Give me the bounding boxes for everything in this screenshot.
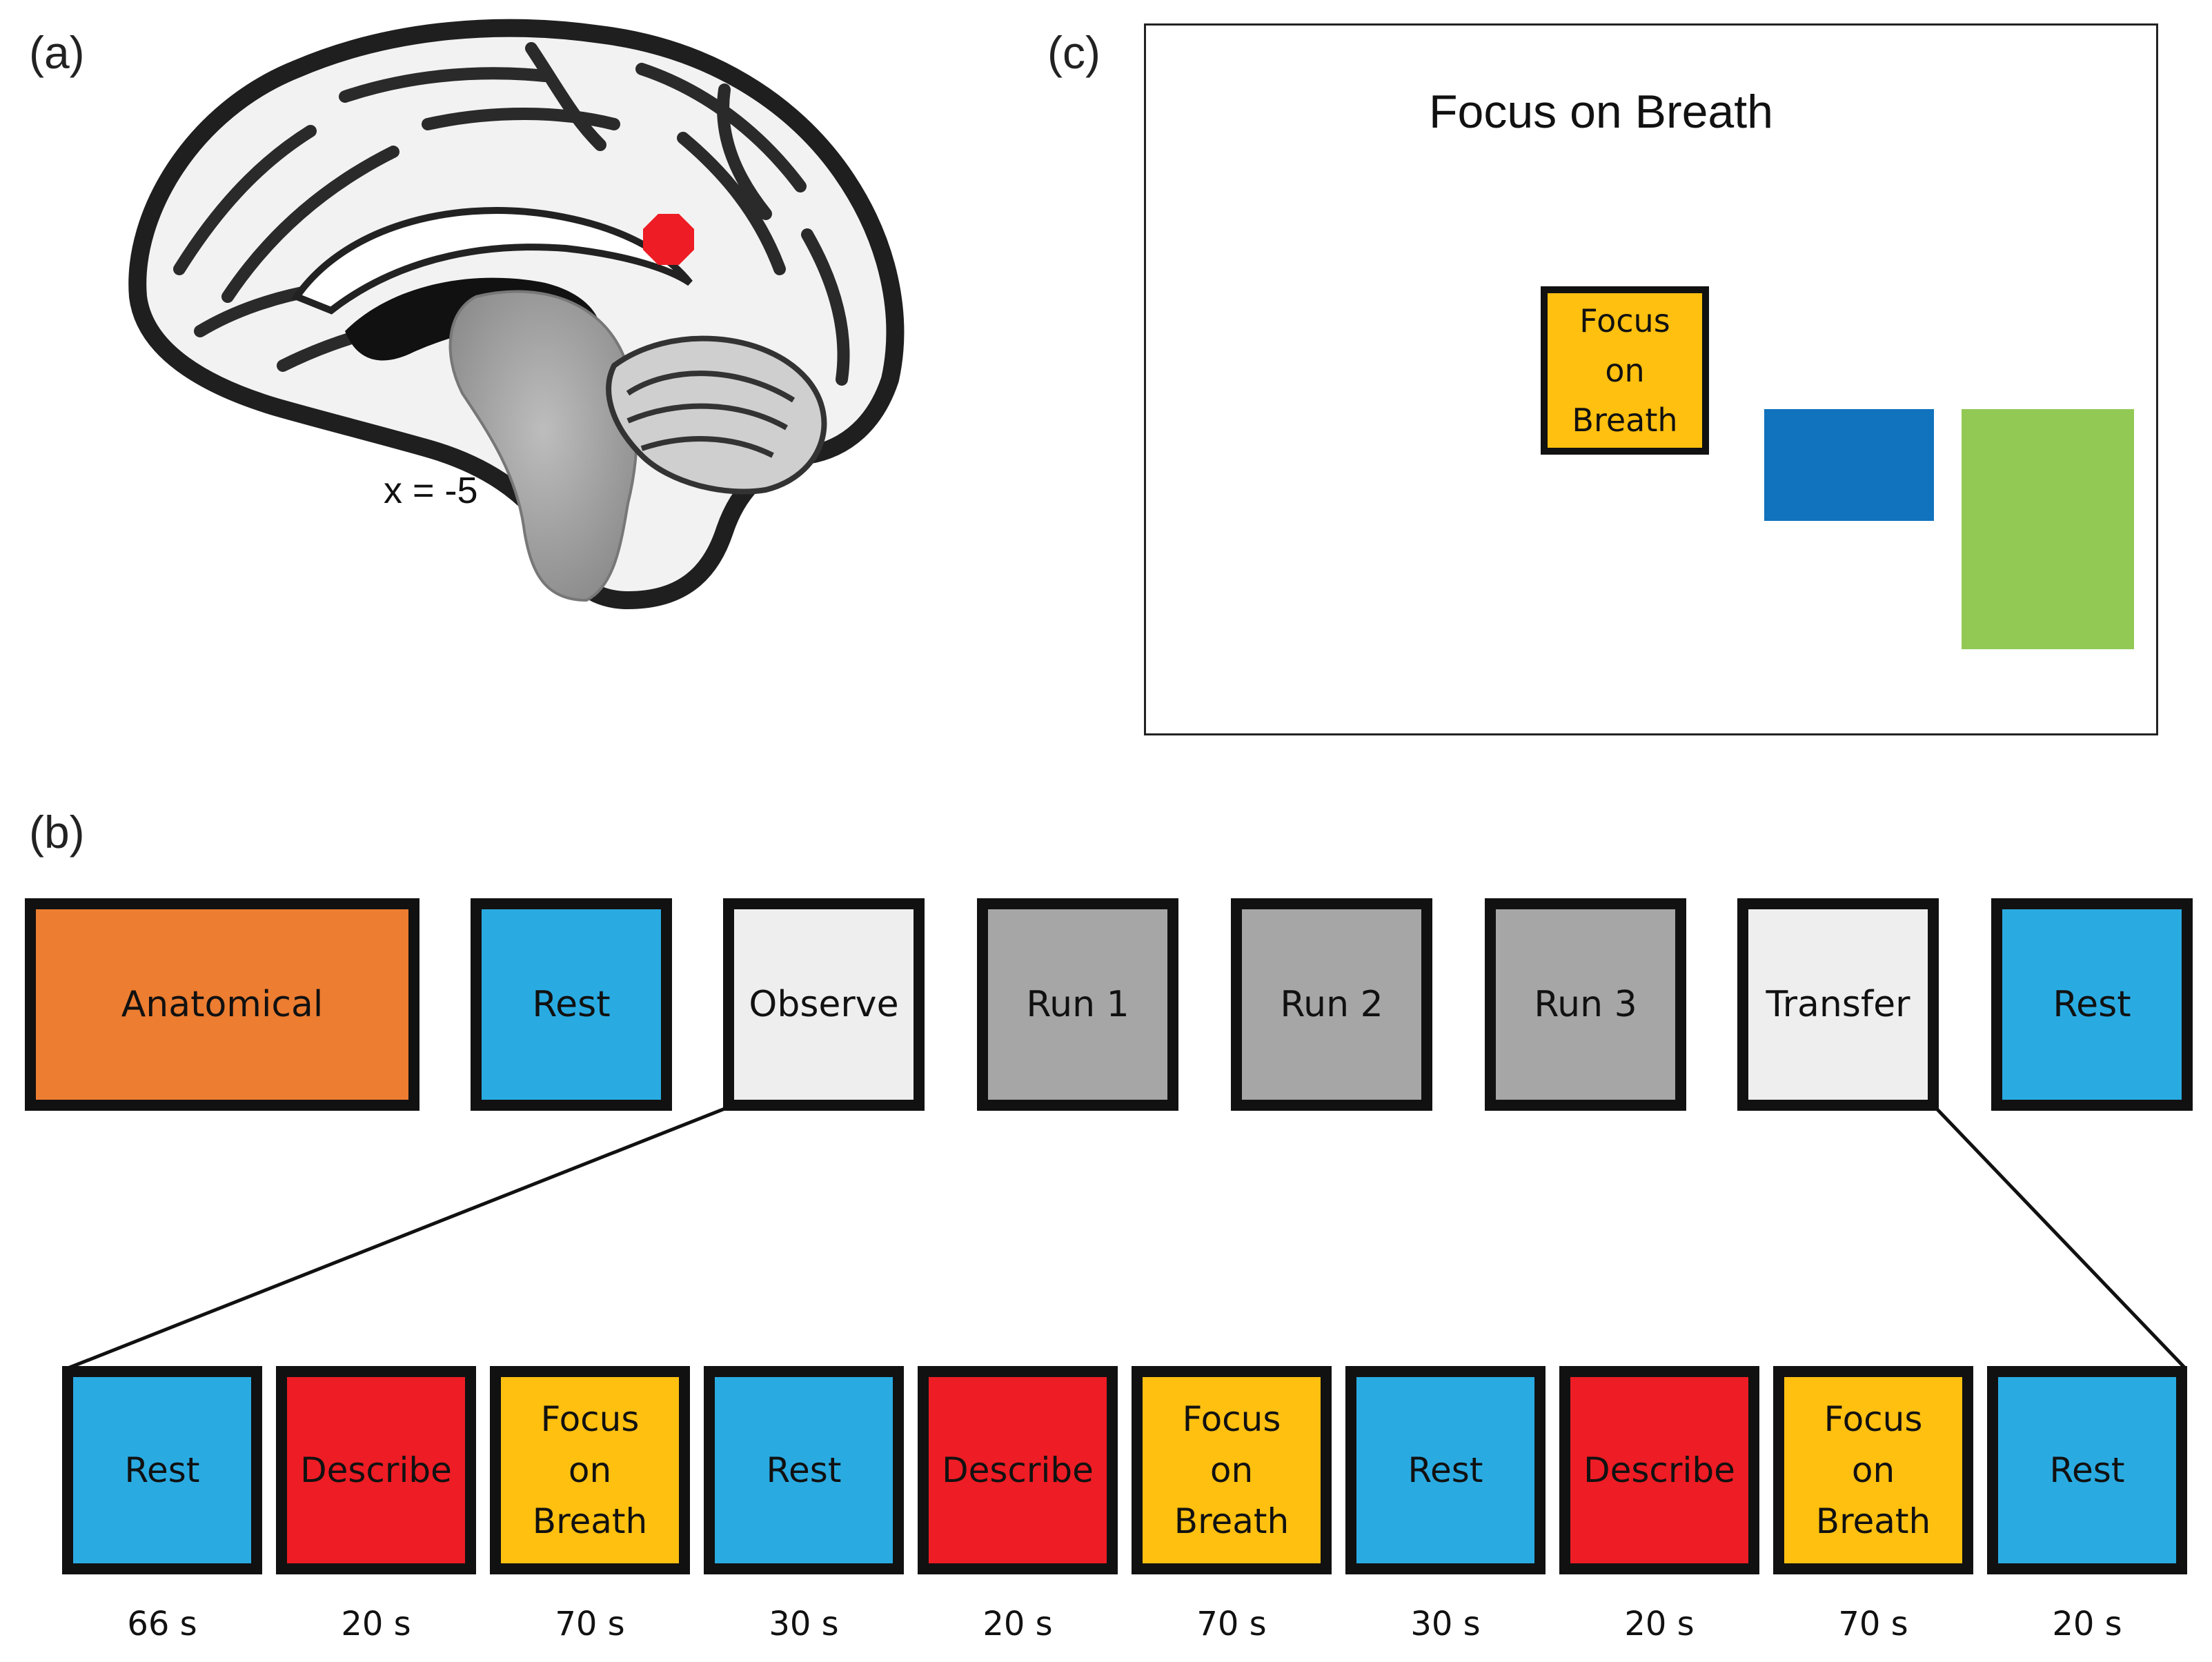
block-duration: 30 s — [769, 1605, 839, 1643]
block-rest: Rest — [471, 898, 672, 1111]
block-duration: 20 s — [982, 1605, 1053, 1643]
block-anatomical: Anatomical — [25, 898, 419, 1111]
feedback-bar-blue — [1764, 409, 1934, 521]
block-duration: 70 s — [555, 1605, 625, 1643]
feedback-display-panel: Focus on Breath Focus on Breath — [1144, 23, 2158, 735]
corpus-callosum — [291, 207, 693, 315]
block-duration: 20 s — [2052, 1605, 2122, 1643]
run-block: Rest — [62, 1366, 262, 1574]
feedback-bar-green — [1962, 409, 2134, 649]
run-block: Describe — [1559, 1366, 1759, 1574]
run-block: Describe — [918, 1366, 1118, 1574]
block-transfer: Transfer — [1737, 898, 1939, 1111]
panel-b-label: (b) — [29, 807, 85, 858]
feedback-title: Focus on Breath — [1429, 86, 1773, 138]
block-observe: Observe — [723, 898, 925, 1111]
block-duration: 70 s — [1838, 1605, 1908, 1643]
block-run-1: Run 1 — [977, 898, 1178, 1111]
connector-right — [1933, 1105, 2187, 1370]
block-duration: 66 s — [127, 1605, 197, 1643]
run-block: Rest — [704, 1366, 904, 1574]
block-duration: 20 s — [1624, 1605, 1695, 1643]
block-duration: 30 s — [1410, 1605, 1481, 1643]
block-run-3: Run 3 — [1485, 898, 1686, 1111]
roi-marker — [643, 214, 694, 265]
coordinate-label: x = -5 — [384, 470, 478, 511]
run-block: Focus on Breath — [1773, 1366, 1973, 1574]
brainstem — [448, 290, 639, 602]
run-block: Rest — [1345, 1366, 1546, 1574]
connector-left — [66, 1105, 731, 1371]
block-duration: 70 s — [1196, 1605, 1267, 1643]
brain-sagittal-image — [128, 19, 905, 610]
panel-c-label: (c) — [1047, 27, 1100, 78]
run-block: Focus on Breath — [1132, 1366, 1332, 1574]
panel-a-label: (a) — [29, 27, 85, 78]
block-run-2: Run 2 — [1231, 898, 1432, 1111]
block-duration: 20 s — [341, 1605, 411, 1643]
focus-on-breath-cue: Focus on Breath — [1541, 286, 1709, 455]
run-block: Rest — [1987, 1366, 2187, 1574]
run-block: Focus on Breath — [490, 1366, 690, 1574]
block-rest: Rest — [1991, 898, 2193, 1111]
cerebellum-folia — [626, 370, 796, 458]
run-block: Describe — [276, 1366, 476, 1574]
